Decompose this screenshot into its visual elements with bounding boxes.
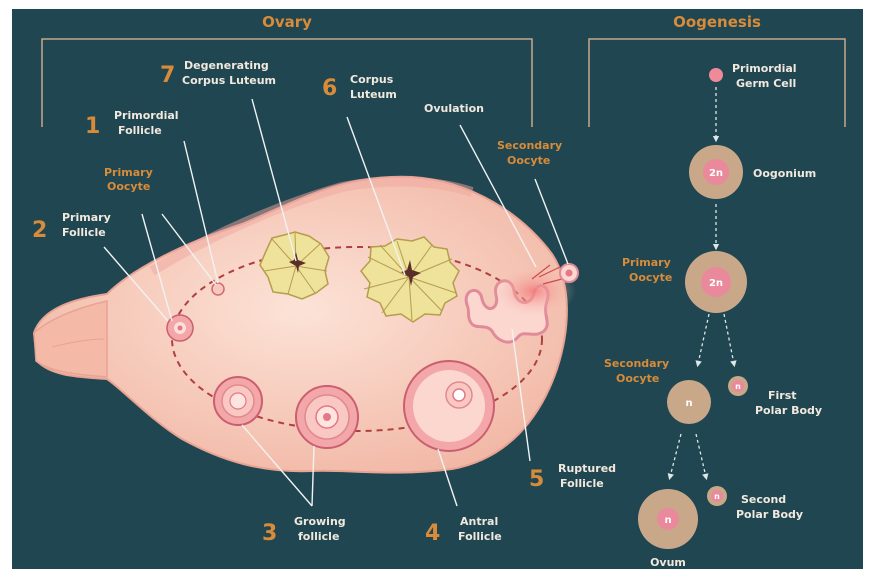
antral-follicle-label-2: Follicle — [458, 530, 502, 543]
corpus-luteum-label-2: Luteum — [350, 88, 397, 101]
secondary-oocyte-label-1: Secondary — [497, 139, 562, 152]
ovum-ploidy: n — [664, 515, 671, 526]
step-number-5: 5 — [529, 467, 544, 492]
ruptured-follicle-label-1: Ruptured — [558, 462, 616, 475]
growing-follicle-label-1: Growing — [294, 515, 346, 528]
primary-oocyte-label-1: Primary — [104, 166, 153, 179]
step-number-7: 7 — [160, 63, 175, 88]
primary-oocyte-ploidy: 2n — [709, 278, 723, 289]
secondary-oocyte-ploidy: n — [685, 398, 692, 409]
growing-follicle-1 — [214, 377, 262, 425]
step-number-6: 6 — [322, 76, 337, 101]
oogenesis-primary-oocyte-label-2: Oocyte — [629, 271, 672, 284]
oogonium-ploidy: 2n — [709, 168, 723, 179]
primordial-follicle-label-2: Follicle — [118, 124, 162, 137]
degenerating-corpus-luteum-label-2: Corpus Luteum — [182, 74, 276, 87]
second-polar-body-label-2: Polar Body — [736, 508, 803, 521]
first-polar-body-label-2: Polar Body — [755, 404, 822, 417]
primordial-germ-cell-label-2: Germ Cell — [736, 77, 796, 90]
growing-follicle-2 — [296, 386, 358, 448]
primordial-follicle-label-1: Primordial — [114, 109, 179, 122]
primordial-follicle — [212, 283, 224, 295]
ovary-header: Ovary — [262, 13, 312, 31]
primary-follicle-label-2: Follicle — [62, 226, 106, 239]
step-number-1: 1 — [85, 114, 100, 139]
step-number-3: 3 — [262, 521, 277, 546]
step-number-4: 4 — [425, 521, 440, 546]
released-secondary-oocyte — [560, 264, 578, 282]
oogenesis-header: Oogenesis — [673, 13, 761, 31]
antral-follicle-label-1: Antral — [460, 515, 498, 528]
second-polar-body-ploidy: n — [714, 492, 720, 501]
first-polar-body-label-1: First — [768, 389, 797, 402]
secondary-oocyte-label-2: Oocyte — [507, 154, 550, 167]
primary-oocyte-label-2: Oocyte — [107, 180, 150, 193]
corpus-luteum-label-1: Corpus — [350, 73, 394, 86]
primary-follicle-label-1: Primary — [62, 211, 111, 224]
second-polar-body-label-1: Second — [741, 493, 786, 506]
ovary-oogenesis-diagram: Ovary Oogenesis — [12, 9, 863, 569]
oogenesis-secondary-oocyte-label-1: Secondary — [604, 357, 669, 370]
primordial-germ-cell-label-1: Primordial — [732, 62, 797, 75]
growing-follicle-label-2: follicle — [298, 530, 339, 543]
oogenesis-primary-oocyte-label-1: Primary — [622, 256, 671, 269]
first-polar-body-ploidy: n — [735, 382, 741, 391]
antral-follicle — [404, 361, 494, 451]
diagram-canvas: Ovary Oogenesis — [12, 9, 863, 569]
ovum-label: Ovum — [650, 556, 686, 569]
step-number-2: 2 — [32, 218, 47, 243]
ruptured-follicle-label-2: Follicle — [560, 477, 604, 490]
oogenesis-bracket — [589, 39, 845, 127]
oogonium-label: Oogonium — [753, 167, 816, 180]
primordial-germ-cell — [709, 68, 723, 82]
ovulation-label: Ovulation — [424, 102, 484, 115]
oogenesis-secondary-oocyte-label-2: Oocyte — [616, 372, 659, 385]
degenerating-corpus-luteum-label-1: Degenerating — [184, 59, 269, 72]
